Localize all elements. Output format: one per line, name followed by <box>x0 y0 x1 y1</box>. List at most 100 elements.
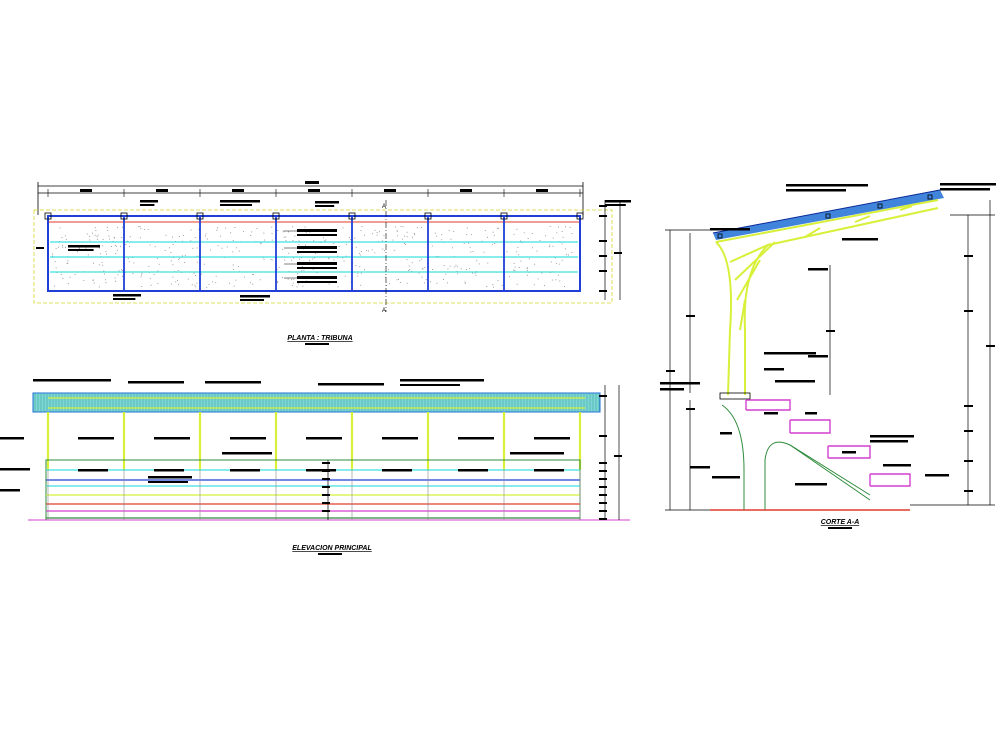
plan-hatch-dot <box>528 258 530 260</box>
plan-column-plate <box>576 212 584 220</box>
plan-hatch-dot <box>308 260 310 262</box>
section-leader-tag <box>690 466 710 469</box>
plan-hatch-dot <box>292 284 294 286</box>
plan-hatch-dot <box>554 257 556 259</box>
plan-hatch-dot <box>449 265 451 267</box>
plan-hatch-dot <box>549 226 551 228</box>
plan-hatch-dot <box>463 243 465 244</box>
section-dim-text <box>964 310 973 312</box>
plan-hatch-dot <box>555 263 557 265</box>
plan-hatch-dot <box>571 252 573 253</box>
plan-hatch-dot <box>514 270 516 271</box>
plan-hatch-dot <box>536 250 538 252</box>
plan-leader-tag <box>113 298 136 300</box>
plan-column-plate <box>272 212 280 220</box>
plan-hatch-dot <box>313 257 315 259</box>
section-dim-text <box>686 315 695 317</box>
plan-right-dim-text <box>599 255 607 257</box>
plan-column-plate <box>348 212 356 220</box>
plan-hatch-dot <box>513 263 515 264</box>
plan-hatch-dot <box>425 279 427 281</box>
plan-hatch-dot <box>412 236 414 238</box>
plan-hatch-dot <box>230 232 232 234</box>
plan-hatch-dot <box>154 246 156 248</box>
plan-hatch-dot <box>61 237 63 239</box>
plan-hatch-dot <box>114 244 116 246</box>
plan-hatch-dot <box>359 254 361 256</box>
plan-hatch-dot <box>285 236 287 238</box>
plan-hatch-dot <box>208 283 210 285</box>
plan-hatch-dot <box>509 276 511 278</box>
plan-hatch-dot <box>552 245 554 247</box>
plan-hatch-dot <box>325 239 327 241</box>
plan-hatch-dot <box>364 269 365 271</box>
plan-hatch-dot <box>260 243 262 245</box>
plan-hatch-dot <box>194 237 196 238</box>
plan-hatch-dot <box>337 255 339 257</box>
plan-hatch-dot <box>177 279 178 281</box>
plan-hatch-dot <box>172 264 174 266</box>
plan-hatch-dot <box>284 259 286 261</box>
plan-hatch-dot <box>342 257 344 259</box>
elevation-step-tag <box>230 469 260 472</box>
plan-hatch-dot <box>324 240 326 242</box>
plan-hatch-dot <box>116 249 118 251</box>
plan-hatch-dot <box>435 235 437 237</box>
plan-hatch-dot <box>111 246 112 247</box>
plan-hatch-dot <box>360 251 362 252</box>
plan-hatch-dot <box>501 285 503 286</box>
plan-hatch-dot <box>128 261 130 263</box>
plan-hatch-dot <box>441 239 443 241</box>
plan-hatch-dot <box>226 246 228 248</box>
section-leader-tag <box>720 432 732 435</box>
plan-view: A A PLANTA : TRIBUNA <box>33 181 631 345</box>
plan-dim-ticks <box>47 189 581 197</box>
plan-hatch-dot <box>235 279 237 281</box>
elevation-roof-edge <box>32 392 601 413</box>
plan-hatch-dot <box>513 233 515 235</box>
plan-hatch-dot <box>125 244 127 246</box>
plan-hatch-dot <box>539 239 541 241</box>
section-leader-tag <box>842 451 856 454</box>
plan-hatch-dot <box>89 239 91 241</box>
plan-leader-tag <box>220 204 252 206</box>
plan-leader-tag <box>140 204 155 206</box>
plan-hatch-dot <box>93 279 95 281</box>
plan-hatch-dot <box>548 246 550 247</box>
plan-hatch-dot <box>112 240 114 242</box>
plan-hatch-dot <box>192 247 194 249</box>
plan-leader-tag <box>240 295 270 298</box>
plan-hatch-dot <box>285 240 287 242</box>
plan-hatch-dot <box>132 273 134 275</box>
plan-hatch-dot <box>105 282 107 284</box>
plan-hatch-dot <box>201 273 202 275</box>
plan-hatch-dot <box>122 275 123 277</box>
elevation-step-tag <box>78 469 108 472</box>
section-leader-tag <box>883 464 911 467</box>
elevation-panel-tag <box>78 437 114 440</box>
plan-hatch-dot <box>55 267 57 269</box>
plan-hatch-dot <box>141 272 143 274</box>
plan-hatch-dot <box>406 282 408 284</box>
elevation-leader-tag <box>0 489 20 492</box>
plan-leader-tag <box>297 281 337 283</box>
plan-hatch-dot <box>215 282 217 284</box>
plan-hatch-dot <box>193 272 195 274</box>
plan-hatch-dot <box>312 258 314 260</box>
plan-hatch-dot <box>86 233 88 235</box>
plan-hatch-dot <box>62 244 63 246</box>
plan-hatch-dot <box>493 234 495 236</box>
plan-hatch-dot <box>520 260 522 262</box>
plan-hatch-dot <box>358 252 360 254</box>
plan-hatch-dot <box>67 260 69 262</box>
plan-hatch-dot <box>457 266 459 268</box>
plan-hatch-dot <box>384 276 386 278</box>
plan-hatch-dot <box>93 262 94 264</box>
plan-hatch-dot <box>400 226 402 228</box>
plan-hatch-dot <box>486 286 488 287</box>
plan-hatch-dot <box>563 286 565 287</box>
plan-leader-tag <box>68 245 100 248</box>
plan-leader-tag <box>315 201 339 204</box>
elevation-right-dim-text <box>599 462 607 464</box>
section-marker-bottom: A <box>382 308 386 314</box>
